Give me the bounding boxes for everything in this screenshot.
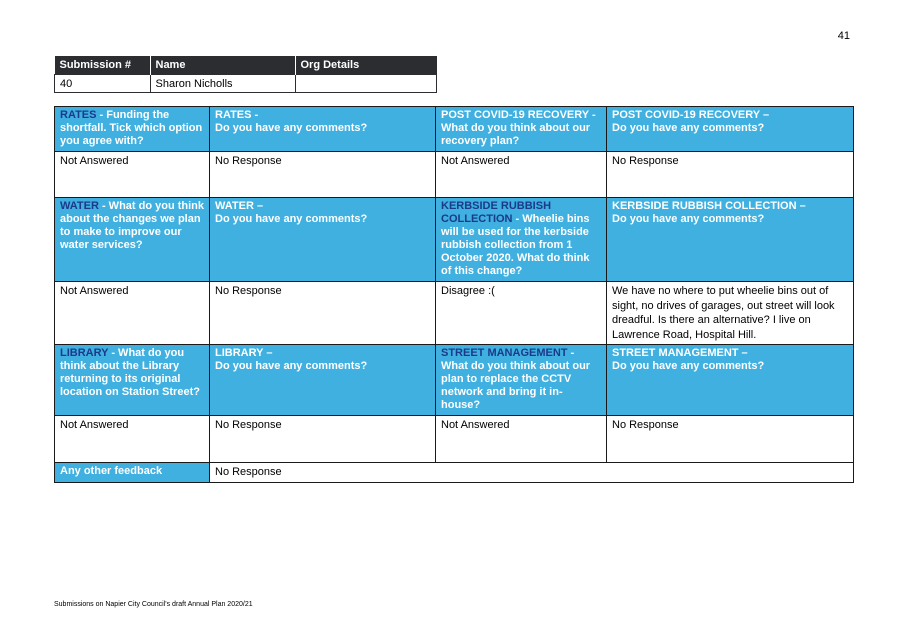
question-covid-plan: POST COVID-19 RECOVERY - What do you thi… bbox=[435, 106, 607, 152]
question-water-comments: WATER – Do you have any comments? bbox=[209, 197, 436, 282]
answer-covid-plan: Not Answered bbox=[435, 151, 607, 198]
question-other-feedback: Any other feedback bbox=[54, 462, 210, 483]
question-rates-funding: RATES - Funding the shortfall. Tick whic… bbox=[54, 106, 210, 152]
answer-street-comments: No Response bbox=[606, 415, 854, 463]
answer-kerbside-change: Disagree :( bbox=[435, 281, 607, 345]
submission-number: 40 bbox=[54, 74, 151, 93]
answer-library-location: Not Answered bbox=[54, 415, 210, 463]
questions-table: RATES - Funding the shortfall. Tick whic… bbox=[54, 106, 854, 483]
question-rates-comments: RATES - Do you have any comments? bbox=[209, 106, 436, 152]
submission-number-header: Submission # bbox=[54, 56, 151, 75]
question-water-changes: WATER - What do you think about the chan… bbox=[54, 197, 210, 282]
answer-water-comments: No Response bbox=[209, 281, 436, 345]
org-details-header: Org Details bbox=[295, 56, 437, 75]
answer-covid-comments: No Response bbox=[606, 151, 854, 198]
answer-library-comments: No Response bbox=[209, 415, 436, 463]
submission-table: Submission # Name Org Details 40 Sharon … bbox=[54, 56, 437, 93]
question-covid-comments: POST COVID-19 RECOVERY – Do you have any… bbox=[606, 106, 854, 152]
answer-rates-comments: No Response bbox=[209, 151, 436, 198]
question-kerbside-comments: KERBSIDE RUBBISH COLLECTION – Do you hav… bbox=[606, 197, 854, 282]
page-footer: Submissions on Napier City Council's dra… bbox=[54, 601, 253, 608]
question-street-cctv: STREET MANAGEMENT - What do you think ab… bbox=[435, 344, 607, 416]
submitter-name: Sharon Nicholls bbox=[149, 74, 296, 93]
answer-rates-funding: Not Answered bbox=[54, 151, 210, 198]
question-library-comments: LIBRARY – Do you have any comments? bbox=[209, 344, 436, 416]
question-kerbside-change: KERBSIDE RUBBISH COLLECTION - Wheelie bi… bbox=[435, 197, 607, 282]
org-details bbox=[294, 74, 437, 93]
question-street-comments: STREET MANAGEMENT – Do you have any comm… bbox=[606, 344, 854, 416]
answer-street-cctv: Not Answered bbox=[435, 415, 607, 463]
page-number: 41 bbox=[837, 30, 850, 42]
question-library-location: LIBRARY - What do you think about the Li… bbox=[54, 344, 210, 416]
answer-other-feedback: No Response bbox=[209, 462, 854, 483]
answer-water-changes: Not Answered bbox=[54, 281, 210, 345]
name-header: Name bbox=[150, 56, 296, 75]
answer-kerbside-comments: We have no where to put wheelie bins out… bbox=[606, 281, 854, 345]
